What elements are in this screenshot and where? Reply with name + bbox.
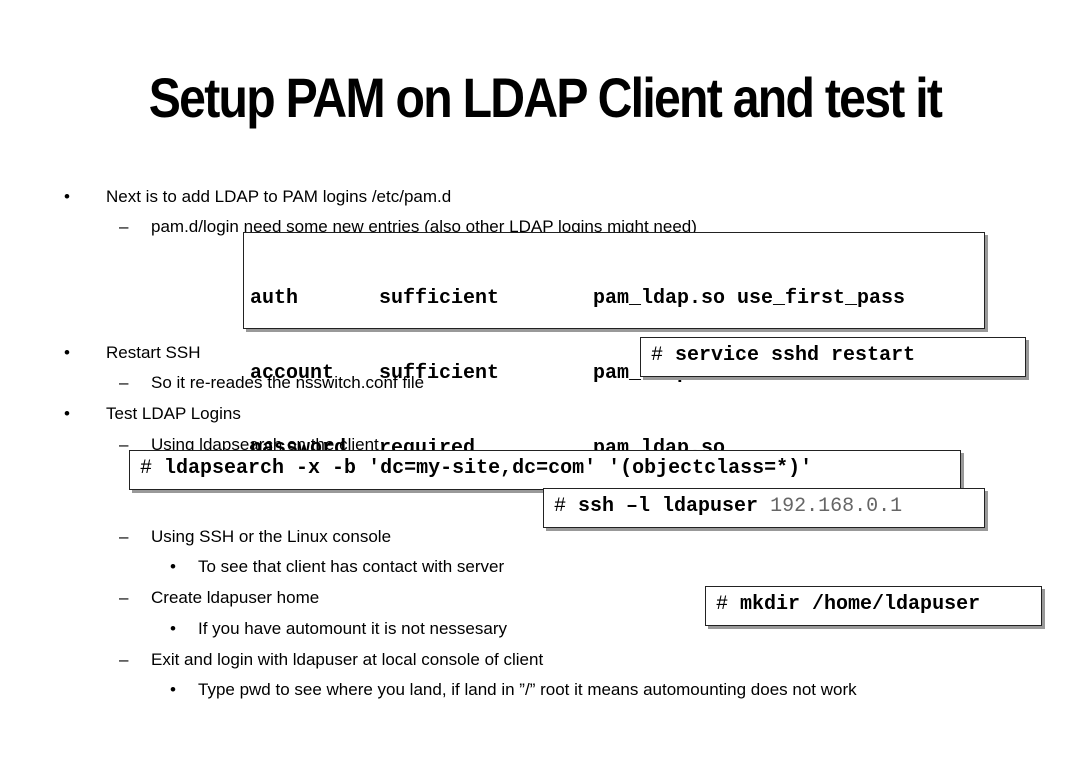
bullet-marker: • — [170, 557, 176, 576]
pam-control: sufficient — [379, 287, 500, 310]
bullet-text: Using SSH or the Linux console — [151, 527, 392, 546]
bullet-item: • To see that client has contact with se… — [170, 557, 505, 577]
bullet-text: Exit and login with ldapuser at local co… — [151, 650, 544, 669]
bullet-text: pam.d/login need some new entries (also … — [151, 217, 697, 236]
bullet-item: • If you have automount it is not nesses… — [170, 619, 508, 639]
bullet-text: Create ldapuser home — [151, 588, 320, 607]
ip-address: 192.168.0.1 — [770, 495, 903, 518]
bullet-item: – So it re-reades the nsswitch.conf file — [119, 373, 425, 393]
bullet-marker: – — [119, 435, 129, 454]
pam-type: account — [250, 362, 335, 385]
prompt-hash: # — [716, 593, 729, 616]
mkdir-command-box: # mkdir /home/ldapuser — [705, 586, 1042, 626]
bullet-marker: • — [64, 187, 70, 206]
bullet-text: To see that client has contact with serv… — [198, 557, 505, 576]
bullet-marker: • — [170, 680, 176, 699]
bullet-item: • Restart SSH — [64, 343, 201, 363]
ssh-command-box: # ssh –l ldapuser 192.168.0.1 — [543, 488, 985, 528]
bullet-marker: – — [119, 650, 129, 669]
command-text: service sshd restart — [675, 344, 916, 367]
command-text: ldapsearch -x -b 'dc=my-site,dc=com' '(o… — [164, 457, 813, 480]
bullet-marker: – — [119, 217, 129, 236]
prompt-hash: # — [651, 344, 664, 367]
pam-config-row: auth sufficient pam_ldap.so use_first_pass — [250, 284, 984, 313]
bullet-item: – Create ldapuser home — [119, 588, 320, 608]
bullet-marker: – — [119, 373, 129, 392]
bullet-marker: – — [119, 527, 129, 546]
command-text: ssh –l ldapuser — [578, 495, 759, 518]
bullet-marker: – — [119, 588, 129, 607]
bullet-item: • Next is to add LDAP to PAM logins /etc… — [64, 187, 452, 207]
pam-type: auth — [250, 287, 299, 310]
bullet-text: Next is to add LDAP to PAM logins /etc/p… — [106, 187, 452, 206]
ldapsearch-command-box: # ldapsearch -x -b 'dc=my-site,dc=com' '… — [129, 450, 961, 490]
bullet-text: Using ldapsearch on the client — [151, 435, 379, 454]
sshd-restart-command-box: # service sshd restart — [640, 337, 1026, 377]
bullet-item: – Using SSH or the Linux console — [119, 527, 392, 547]
slide-title: Setup PAM on LDAP Client and test it — [148, 66, 943, 129]
bullet-item: • Type pwd to see where you land, if lan… — [170, 680, 857, 700]
bullet-marker: • — [64, 404, 70, 423]
bullet-marker: • — [170, 619, 176, 638]
bullet-marker: • — [64, 343, 70, 362]
command-text: mkdir /home/ldapuser — [740, 593, 981, 616]
pam-module: pam_ldap.so use_first_pass — [593, 287, 906, 310]
pam-config-box: auth sufficient pam_ldap.so use_first_pass… — [243, 232, 985, 460]
prompt-hash: # — [554, 495, 567, 518]
prompt-hash: # — [140, 457, 153, 480]
bullet-text: If you have automount it is not nessesar… — [198, 619, 508, 638]
bullet-text: Type pwd to see where you land, if land … — [198, 680, 857, 699]
bullet-item: – Using ldapsearch on the client — [119, 435, 379, 455]
bullet-text: Test LDAP Logins — [106, 404, 241, 423]
bullet-item: • Test LDAP Logins — [64, 404, 241, 424]
bullet-text: Restart SSH — [106, 343, 201, 362]
bullet-item: – Exit and login with ldapuser at local … — [119, 650, 544, 670]
bullet-item: – pam.d/login need some new entries (als… — [119, 217, 697, 237]
bullet-text: So it re-reades the nsswitch.conf file — [151, 373, 425, 392]
pam-control: sufficient — [379, 362, 500, 385]
